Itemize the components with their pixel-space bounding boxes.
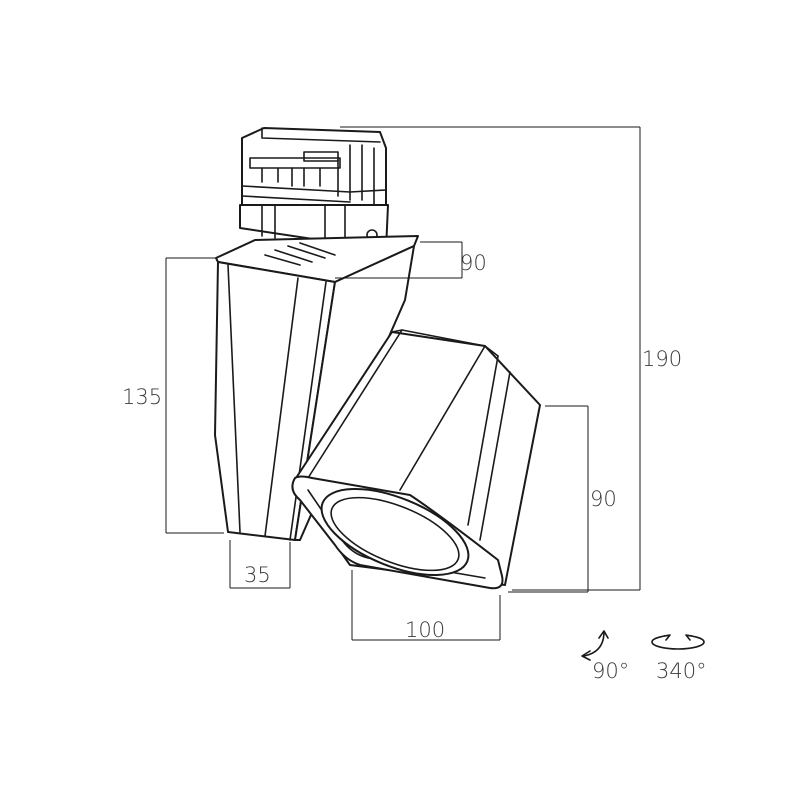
head-ridge-4 bbox=[479, 371, 511, 541]
pan-rotation-symbol: 340° bbox=[651, 632, 707, 683]
arm-height-dimension bbox=[165, 257, 224, 534]
overall-height-dimension bbox=[340, 126, 641, 591]
head-ridge-1 bbox=[307, 329, 403, 479]
adapter-slot-1 bbox=[303, 151, 339, 162]
adapter-slot-top bbox=[261, 127, 381, 143]
adapter-ribs bbox=[261, 144, 375, 206]
arm-width-label: 35 bbox=[244, 563, 271, 587]
pan-arrowhead-right-icon bbox=[685, 634, 693, 641]
tilt-arc-icon bbox=[583, 631, 605, 657]
head-top-edge bbox=[391, 329, 499, 357]
adapter-height-label: 90 bbox=[460, 251, 487, 275]
tilt-arrowhead-top-icon bbox=[598, 630, 609, 639]
lens-outer-ring bbox=[320, 488, 470, 576]
adapter-height-dimension bbox=[335, 241, 463, 279]
tilt-rotation-symbol: 90° bbox=[581, 630, 629, 683]
tilt-arrowhead-bottom-icon bbox=[581, 650, 591, 661]
arm-height-label: 135 bbox=[122, 385, 162, 409]
pan-gap bbox=[670, 632, 688, 642]
lamp-head bbox=[291, 329, 541, 590]
head-ridge-2 bbox=[399, 345, 486, 491]
lens-inner-ring bbox=[330, 496, 460, 572]
arm-inner-edge-1 bbox=[227, 264, 241, 533]
dimension-labels: 90 135 190 90 35 100 bbox=[122, 251, 682, 642]
tilt-angle-label: 90° bbox=[592, 659, 629, 683]
track-adapter bbox=[239, 127, 389, 256]
head-width-label: 100 bbox=[405, 618, 445, 642]
head-height-dimension bbox=[508, 405, 589, 593]
dimension-lines bbox=[165, 126, 641, 641]
adapter-band bbox=[241, 185, 387, 203]
head-ridge-3 bbox=[467, 355, 499, 526]
head-width-dimension bbox=[351, 570, 501, 641]
arm-width-dimension bbox=[229, 540, 291, 589]
arm-top-vents bbox=[264, 242, 336, 266]
pan-angle-label: 340° bbox=[656, 659, 707, 683]
pan-arrowhead-left-icon bbox=[663, 634, 671, 641]
adapter-lower-ribs bbox=[261, 204, 346, 256]
overall-height-label: 190 bbox=[642, 347, 682, 371]
arm-inner-edge-2 bbox=[264, 277, 299, 537]
head-height-label: 90 bbox=[590, 487, 617, 511]
adapter-slot-2 bbox=[249, 157, 341, 169]
